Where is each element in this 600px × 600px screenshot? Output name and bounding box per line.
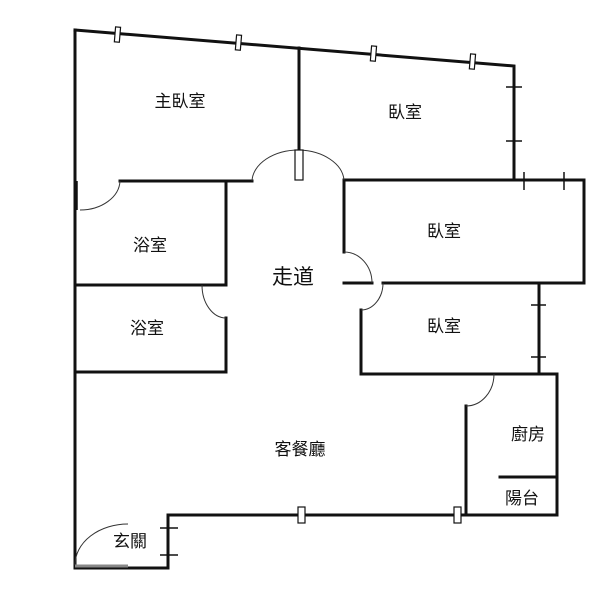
label-bedroom-middle: 臥室 [427,222,461,242]
label-hallway: 走道 [272,265,314,289]
label-bedroom-top: 臥室 [388,103,422,123]
label-bathroom-2: 浴室 [130,319,164,339]
label-living-dining: 客餐廳 [275,440,326,460]
room-labels: 主臥室 臥室 浴室 走道 臥室 浴室 臥室 廚房 客餐廳 陽台 玄關 [113,92,545,552]
label-master-bedroom: 主臥室 [155,92,206,112]
doors [74,149,495,568]
walls [73,28,586,570]
label-kitchen: 廚房 [511,424,545,445]
label-entrance: 玄關 [113,532,147,552]
label-bedroom-lower: 臥室 [427,317,461,337]
label-bathroom-1: 浴室 [133,236,167,256]
windows [113,26,565,556]
label-balcony: 陽台 [505,489,539,509]
